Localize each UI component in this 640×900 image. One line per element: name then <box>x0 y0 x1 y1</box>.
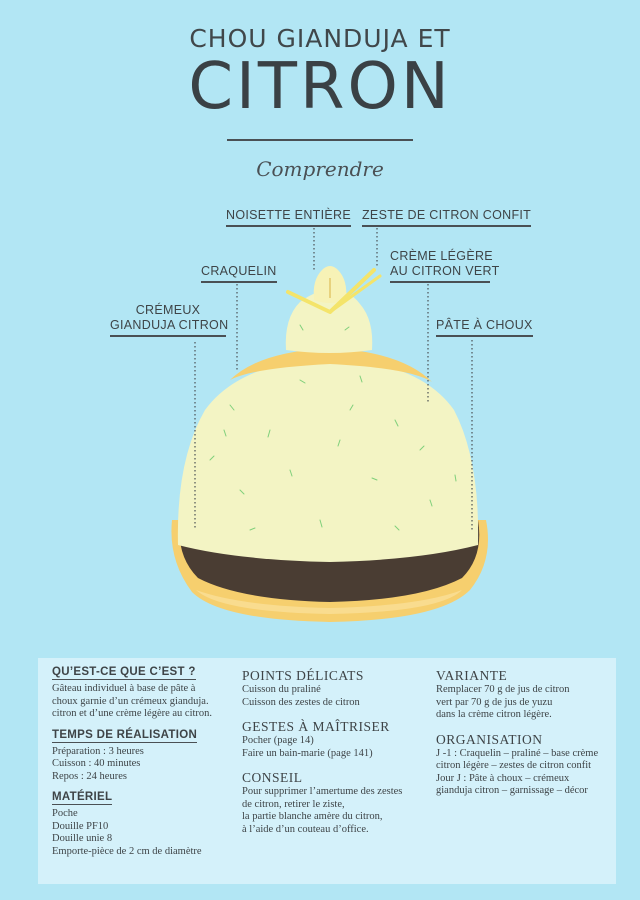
text-line: J -1 : Craquelin – praliné – base crème <box>436 747 599 759</box>
text-line: Douille unie 8 <box>52 833 113 844</box>
heading-materiel: MATÉRIEL <box>52 791 113 805</box>
text-line: choux garnie d’un crémeux gianduja. <box>52 695 209 707</box>
text-line: à l’aide d’un couteau d’office. <box>242 823 369 835</box>
text-line: vert par 70 g de jus de yuzu <box>436 696 553 708</box>
cream-dome <box>177 358 479 562</box>
text-line: citron et d’une crème légère au citron. <box>52 708 213 719</box>
heading-time: TEMPS DE RÉALISATION <box>52 728 198 743</box>
choux-illustration <box>171 228 488 622</box>
text-variante: Remplacer 70 g de jus de citron vert par… <box>436 684 606 722</box>
label-cremeux-line-2: GIANDUJA CITRON <box>110 318 229 332</box>
text-line: Préparation : 3 heures <box>52 745 144 757</box>
top-choux <box>285 290 373 353</box>
text-line: de citron, retirer le ziste, <box>242 798 345 810</box>
title-line-2: CITRON <box>188 50 452 124</box>
text-conseil: Pour supprimer l’amertume des zestes de … <box>242 786 422 836</box>
text-line: gianduja citron – garnissage – décor <box>436 785 588 796</box>
label-cremeux-line-1: CRÉMEUX <box>135 303 201 317</box>
text-line: citron légère – zestes de citron confit <box>436 760 592 771</box>
zest-flecks <box>209 324 457 531</box>
text-line: Cuisson du praliné <box>242 684 321 695</box>
text-organisation: J -1 : Craquelin – praliné – base crème … <box>436 748 606 798</box>
text-time: Préparation : 3 heures Cuisson : 40 minu… <box>52 746 232 784</box>
text-line: Cuisson des zestes de citron <box>242 696 360 708</box>
label-craquelin: CRAQUELIN <box>201 264 277 283</box>
text-line: Cuisson : 40 minutes <box>52 758 141 769</box>
text-line: Repos : 24 heures <box>52 770 127 782</box>
text-gestes: Pocher (page 14) Faire un bain-marie (pa… <box>242 735 422 760</box>
text-line: Pocher (page 14) <box>242 735 314 746</box>
info-column-2: POINTS DÉLICATS Cuisson du praliné Cuiss… <box>242 658 422 836</box>
text-line: Douille PF10 <box>52 820 109 832</box>
text-line: Poche <box>52 808 78 819</box>
label-noisette: NOISETTE ENTIÈRE <box>226 208 351 227</box>
pastry-rim <box>196 590 462 614</box>
text-line: dans la crème citron légère. <box>436 709 552 720</box>
label-creme-line-1: CRÈME LÉGÈRE <box>390 249 493 263</box>
heading-gestes: GESTES À MAÎTRISER <box>242 719 390 734</box>
text-line: Gâteau individuel à base de pâte à <box>52 683 196 694</box>
text-line: Pour supprimer l’amertume des zestes <box>242 786 403 797</box>
heading-conseil: CONSEIL <box>242 770 303 785</box>
info-column-1: QU’EST-CE QUE C’EST ? Gâteau individuel … <box>52 658 232 858</box>
text-line: Faire un bain-marie (page 141) <box>242 747 373 759</box>
heading-organisation: ORGANISATION <box>436 731 543 747</box>
text-line: la partie blanche amère du citron, <box>242 811 383 822</box>
text-line: Remplacer 70 g de jus de citron <box>436 684 570 695</box>
heading-variante: VARIANTE <box>436 668 508 683</box>
subtitle: Comprendre <box>256 157 384 181</box>
info-column-3: VARIANTE Remplacer 70 g de jus de citron… <box>436 658 606 798</box>
heading-points: POINTS DÉLICATS <box>242 668 364 683</box>
text-line: Emporte-pièce de 2 cm de diamètre <box>52 845 202 857</box>
text-line: Jour J : Pâte à choux – crémeux <box>436 772 570 784</box>
leader-lines <box>194 228 473 532</box>
text-materiel: Poche Douille PF10 Douille unie 8 Emport… <box>52 808 232 858</box>
label-pate: PÂTE À CHOUX <box>436 318 533 337</box>
title-line-1: CHOU GIANDUJA ET <box>189 24 451 53</box>
label-cremeux: CRÉMEUX GIANDUJA CITRON <box>110 303 229 337</box>
label-creme: CRÈME LÉGÈRE AU CITRON VERT <box>390 249 500 283</box>
text-points: Cuisson du praliné Cuisson des zestes de… <box>242 684 422 709</box>
heading-what: QU’EST-CE QUE C’EST ? <box>52 666 196 680</box>
info-panel: QU’EST-CE QUE C’EST ? Gâteau individuel … <box>38 658 616 884</box>
craquelin-cap <box>230 348 432 382</box>
label-creme-line-2: AU CITRON VERT <box>390 264 500 278</box>
title-divider <box>227 139 413 141</box>
label-zeste: ZESTE DE CITRON CONFIT <box>362 208 532 227</box>
text-what: Gâteau individuel à base de pâte à choux… <box>52 683 232 721</box>
